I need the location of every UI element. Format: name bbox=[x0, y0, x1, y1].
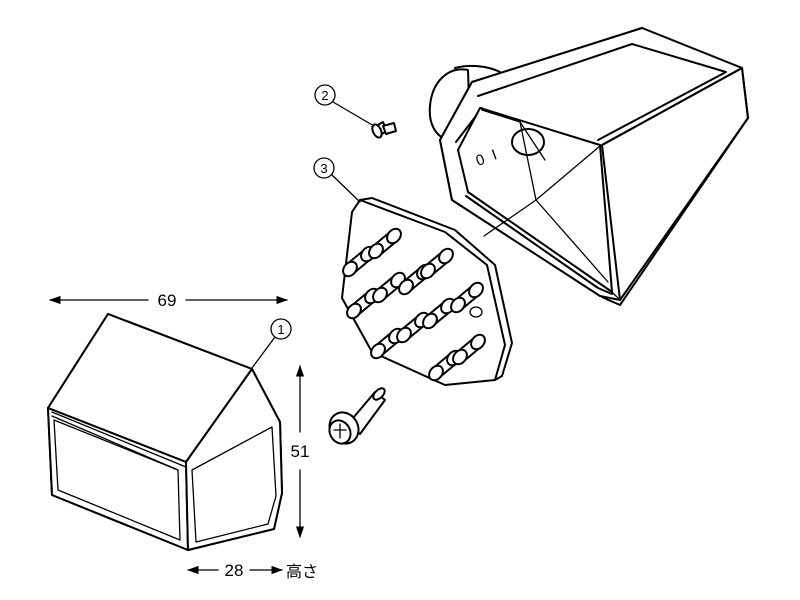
height-dimension: 51 bbox=[291, 364, 310, 539]
callout-3-number: 3 bbox=[320, 161, 327, 176]
width-dimension-label: 69 bbox=[158, 291, 177, 310]
housing-mark-one: I bbox=[490, 146, 500, 163]
depth-dimension-label: 28 bbox=[225, 561, 244, 580]
pin bbox=[428, 349, 462, 382]
pin bbox=[368, 227, 402, 260]
depth-dimension: 28 高さ bbox=[186, 561, 318, 581]
callout-1: 1 bbox=[251, 318, 292, 369]
cover-box bbox=[47, 313, 283, 551]
long-screw bbox=[328, 387, 386, 445]
callout-3: 3 bbox=[313, 157, 361, 203]
pin-group bbox=[342, 227, 486, 382]
callout-1-number: 1 bbox=[277, 322, 284, 337]
pin bbox=[452, 333, 486, 366]
callout-2-number: 2 bbox=[321, 88, 328, 103]
depth-caption: 高さ bbox=[286, 562, 318, 581]
small-screw bbox=[371, 121, 397, 139]
height-dimension-label: 51 bbox=[291, 442, 310, 461]
pin bbox=[342, 245, 376, 278]
pin bbox=[420, 247, 454, 280]
callout-2: 2 bbox=[314, 84, 375, 127]
pin bbox=[450, 281, 484, 314]
width-dimension: 69 bbox=[48, 291, 289, 310]
funnel-housing: 0 I bbox=[428, 27, 749, 306]
